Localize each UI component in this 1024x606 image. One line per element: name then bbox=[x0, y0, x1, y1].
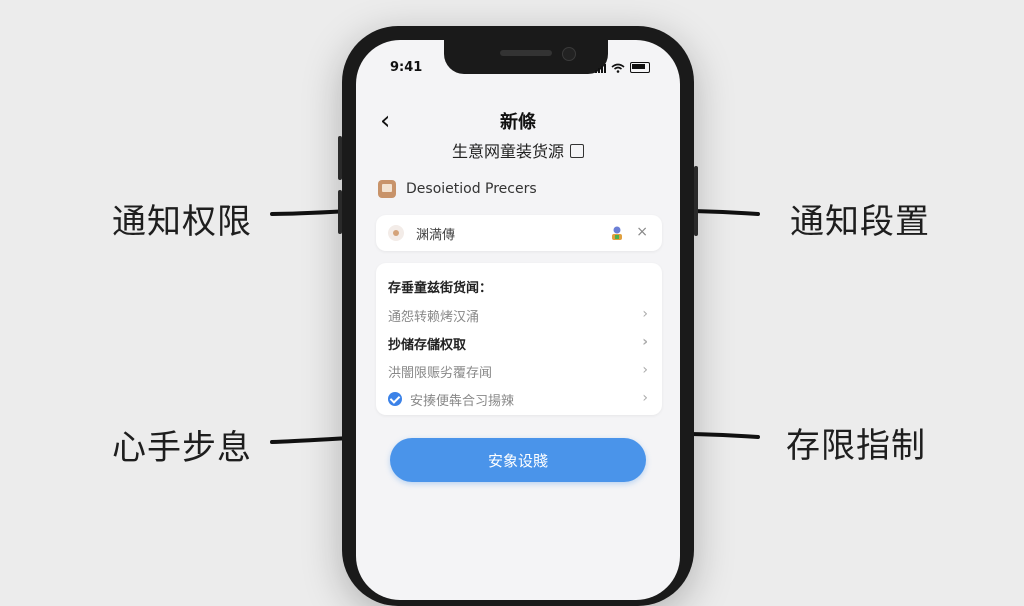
phone-screen: 9:41 ‹ 新條 生意网童装货源 Desoietiod Precers 渊満傳… bbox=[356, 40, 680, 600]
chevron-right-icon: › bbox=[642, 306, 648, 322]
settings-list-card: 存垂童兹街货闻： 通怨转赖烤汉涌 › 抄储存儲权取 › 洪闇限赈劣覆存闻 › 安… bbox=[376, 263, 662, 415]
chevron-right-icon: › bbox=[642, 390, 648, 406]
phone-frame: 9:41 ‹ 新條 生意网童装货源 Desoietiod Precers 渊満傳… bbox=[338, 26, 698, 606]
notification-card[interactable]: 渊満傳 × bbox=[376, 215, 662, 251]
check-icon[interactable] bbox=[388, 392, 402, 406]
subtitle-text: 生意网童装货源 bbox=[451, 142, 564, 161]
power-button bbox=[694, 166, 698, 236]
chevron-right-icon: › bbox=[642, 362, 648, 378]
volume-button-up bbox=[338, 136, 342, 180]
permission-label: Desoietiod Precers bbox=[406, 181, 537, 197]
wifi-icon bbox=[611, 63, 625, 73]
notification-icon bbox=[388, 225, 404, 241]
page-icon bbox=[570, 144, 584, 158]
page-subtitle: 生意网童装货源 bbox=[356, 138, 680, 162]
back-chevron-icon[interactable]: ‹ bbox=[380, 106, 391, 136]
status-icons bbox=[595, 62, 650, 73]
app-icon bbox=[378, 180, 396, 198]
page-title: 新條 bbox=[500, 112, 536, 133]
signal-icon bbox=[595, 64, 606, 73]
chevron-right-icon: › bbox=[642, 334, 648, 350]
list-item-label: 通怨转赖烤汉涌 bbox=[388, 309, 480, 325]
permission-row: Desoietiod Precers bbox=[378, 180, 537, 198]
volume-button-down bbox=[338, 190, 342, 234]
primary-action-button[interactable]: 安象设賤 bbox=[390, 438, 646, 482]
person-badge-icon bbox=[612, 226, 622, 240]
list-item-4[interactable]: 安揍便犇合习揚辣 › bbox=[388, 387, 648, 411]
list-item-2[interactable]: 抄储存儲权取 › bbox=[388, 331, 648, 355]
status-time: 9:41 bbox=[390, 60, 423, 75]
list-header: 存垂童兹街货闻： bbox=[388, 281, 493, 296]
list-item-3[interactable]: 洪闇限赈劣覆存闻 › bbox=[388, 359, 648, 383]
callout-top-right: 通知段置 bbox=[790, 202, 930, 242]
speaker-grille bbox=[500, 50, 552, 56]
close-icon[interactable]: × bbox=[636, 224, 648, 240]
list-item-label: 抄储存儲权取 bbox=[388, 337, 467, 353]
battery-icon bbox=[630, 62, 650, 73]
notch bbox=[444, 40, 608, 74]
camera-icon bbox=[562, 47, 576, 61]
callout-top-left: 通知权限 bbox=[112, 202, 252, 242]
list-item-1[interactable]: 通怨转赖烤汉涌 › bbox=[388, 303, 648, 327]
list-item-label: 洪闇限赈劣覆存闻 bbox=[388, 365, 493, 381]
list-item-label: 安揍便犇合习揚辣 bbox=[410, 393, 515, 409]
notification-label: 渊満傳 bbox=[416, 227, 456, 243]
callout-bottom-left: 心手步息 bbox=[112, 428, 252, 468]
callout-bottom-right: 存限指制 bbox=[786, 426, 926, 466]
